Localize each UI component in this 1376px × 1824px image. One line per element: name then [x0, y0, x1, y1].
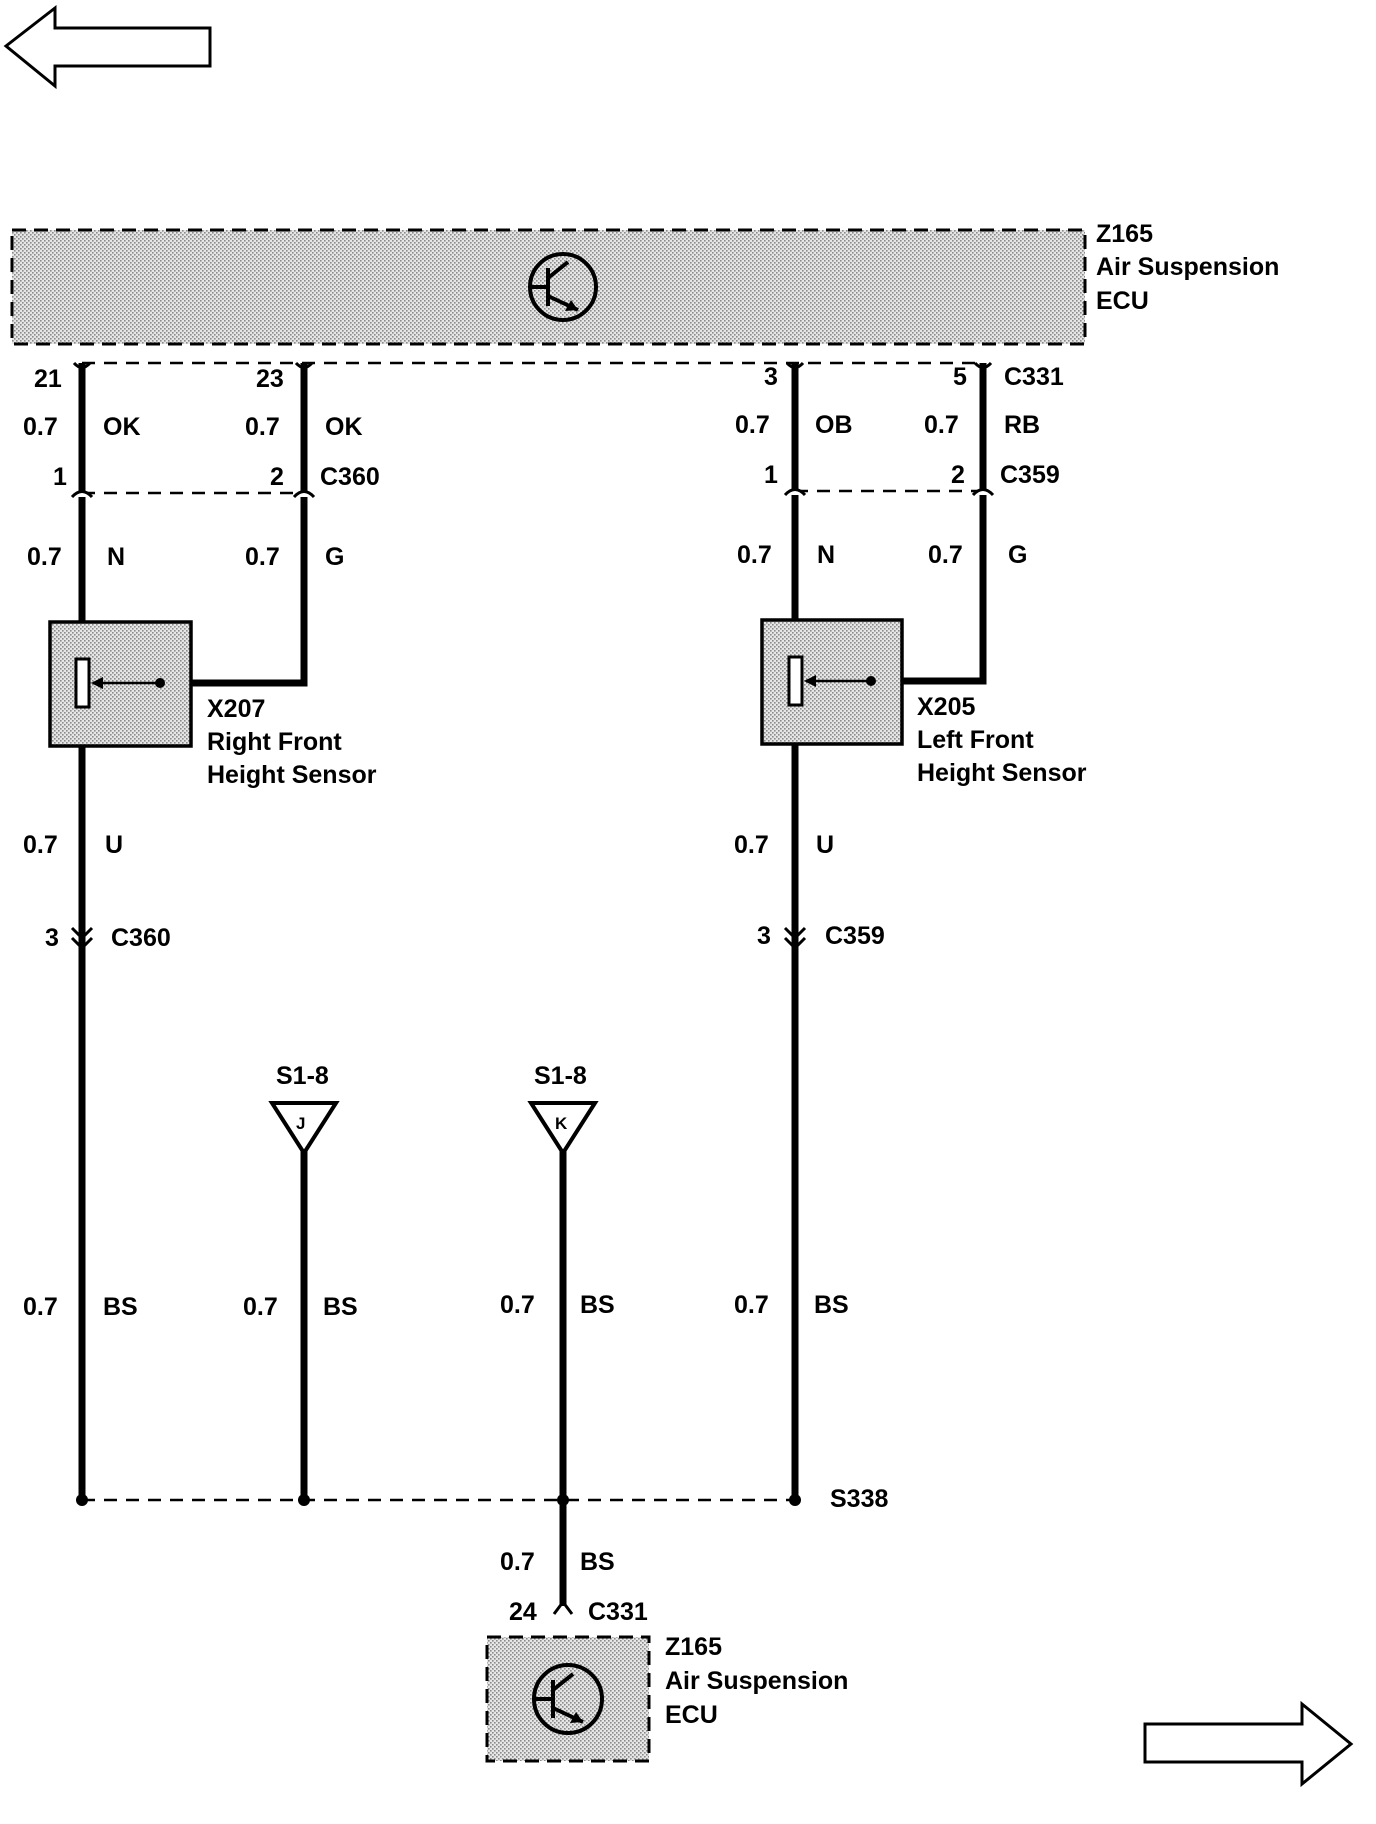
- sensor-left-line2: Height Sensor: [917, 759, 1087, 787]
- ecu-top-box: [10, 228, 1087, 346]
- connector-c359-low: C359: [825, 922, 885, 950]
- previous-page-arrow-icon[interactable]: [3, 4, 212, 90]
- left-front-height-sensor: [760, 618, 904, 746]
- c360-pin-3: 3: [45, 924, 59, 952]
- wire3-low-size: 0.7: [734, 831, 769, 859]
- g3-size: 0.7: [500, 1291, 535, 1319]
- wire3-mid-size: 0.7: [737, 541, 772, 569]
- transistor-icon: [532, 1663, 604, 1735]
- connector-c331: C331: [1004, 363, 1064, 391]
- wire4-top-color: RB: [1004, 411, 1040, 439]
- ground-ref-k[interactable]: [527, 1101, 599, 1157]
- connector-pins-mid: [70, 488, 995, 1615]
- wire3-mid-color: N: [817, 541, 835, 569]
- wire4-top-size: 0.7: [924, 411, 959, 439]
- ground-ref-j[interactable]: [268, 1101, 340, 1157]
- ecu-top-id: Z165: [1096, 220, 1153, 248]
- right-front-height-sensor: [48, 620, 193, 748]
- transistor-icon: [528, 252, 598, 322]
- wire3-low-color: U: [816, 831, 834, 859]
- wire-2: [186, 363, 308, 687]
- sensor-right-id: X207: [207, 695, 265, 723]
- wire2-mid-color: G: [325, 543, 344, 571]
- wire2-mid-size: 0.7: [245, 543, 280, 571]
- ecu-bottom-id: Z165: [665, 1633, 722, 1661]
- next-page-arrow-icon[interactable]: [1143, 1700, 1354, 1788]
- c359-pin-1: 1: [764, 461, 778, 489]
- sensor-right-line1: Right Front: [207, 728, 342, 756]
- g1-size: 0.7: [23, 1293, 58, 1321]
- connector-c331-bottom: C331: [588, 1598, 648, 1626]
- wire2-top-color: OK: [325, 413, 363, 441]
- wire1-mid-size: 0.7: [27, 543, 62, 571]
- pin-24: 24: [509, 1598, 537, 1626]
- ecu-bottom-name: Air Suspension: [665, 1667, 848, 1695]
- connector-c360: C360: [320, 463, 380, 491]
- wire1-low-color: U: [105, 831, 123, 859]
- pin-21: 21: [34, 365, 62, 393]
- gout-color: BS: [580, 1548, 615, 1576]
- wire2-top-size: 0.7: [245, 413, 280, 441]
- g4-size: 0.7: [734, 1291, 769, 1319]
- ref-k-sheet: S1-8: [534, 1062, 587, 1090]
- splice-s338: S338: [830, 1485, 888, 1513]
- wire3-top-color: OB: [815, 411, 853, 439]
- sensor-left-line1: Left Front: [917, 726, 1034, 754]
- ecu-top-name: Air Suspension: [1096, 253, 1279, 281]
- pin-3-top: 3: [764, 363, 778, 391]
- g3-color: BS: [580, 1291, 615, 1319]
- wire1-mid-color: N: [107, 543, 125, 571]
- connector-c360-low: C360: [111, 924, 171, 952]
- g2-color: BS: [323, 1293, 358, 1321]
- wire1-low-size: 0.7: [23, 831, 58, 859]
- pin-terminals-top: [72, 361, 993, 369]
- c360-pin-2: 2: [270, 463, 284, 491]
- g1-color: BS: [103, 1293, 138, 1321]
- wire1-top-size: 0.7: [23, 413, 58, 441]
- g4-color: BS: [814, 1291, 849, 1319]
- connector-c359: C359: [1000, 461, 1060, 489]
- ref-k-letter: K: [555, 1114, 568, 1133]
- wire3-top-size: 0.7: [735, 411, 770, 439]
- ecu-bottom-suffix: ECU: [665, 1701, 718, 1729]
- sensor-left-id: X205: [917, 693, 975, 721]
- c360-pin-1: 1: [53, 463, 67, 491]
- ecu-bottom-box: [485, 1635, 651, 1763]
- sensor-right-line2: Height Sensor: [207, 761, 377, 789]
- wire-4: [900, 363, 987, 685]
- ref-j-sheet: S1-8: [276, 1062, 329, 1090]
- ref-j-letter: J: [296, 1114, 305, 1133]
- c359-pin-3: 3: [757, 922, 771, 950]
- pin-23: 23: [256, 365, 284, 393]
- wire4-mid-size: 0.7: [928, 541, 963, 569]
- wire4-mid-color: G: [1008, 541, 1027, 569]
- splice-dots: [76, 1494, 801, 1506]
- c359-pin-2: 2: [951, 461, 965, 489]
- wire1-top-color: OK: [103, 413, 141, 441]
- ecu-top-suffix: ECU: [1096, 287, 1149, 315]
- g2-size: 0.7: [243, 1293, 278, 1321]
- gout-size: 0.7: [500, 1548, 535, 1576]
- pin-5: 5: [953, 363, 967, 391]
